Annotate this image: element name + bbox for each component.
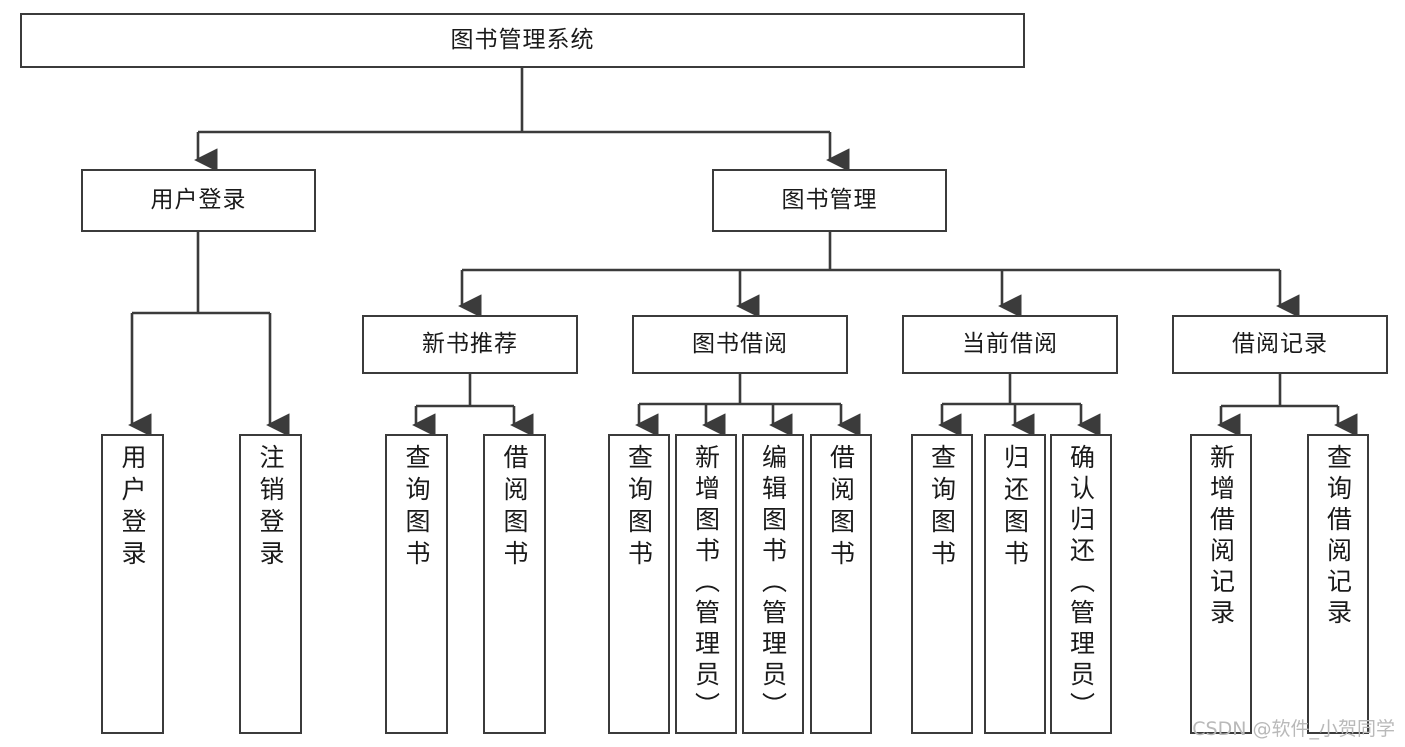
leaf-borrow-book-recommend[interactable]: 借阅图书 [483, 434, 546, 734]
node-new-book-recommend-label: 新书推荐 [422, 331, 518, 357]
leaf-query-book-recommend-label: 查询图书 [402, 444, 431, 572]
leaf-return-book-label: 归还图书 [1000, 444, 1030, 572]
leaf-query-borrow-record[interactable]: 查询借阅记录 [1307, 434, 1369, 734]
leaf-query-book-borrow[interactable]: 查询图书 [608, 434, 670, 734]
leaf-edit-book-admin-label: 编辑图书（管理员） [758, 444, 788, 723]
leaf-add-book-admin-label: 新增图书（管理员） [691, 444, 721, 723]
leaf-borrow-book-recommend-label: 借阅图书 [500, 444, 529, 572]
leaf-logout-label: 注销登录 [256, 444, 285, 572]
node-borrow-record[interactable]: 借阅记录 [1172, 315, 1388, 374]
node-new-book-recommend[interactable]: 新书推荐 [362, 315, 578, 374]
node-book-borrow-label: 图书借阅 [692, 331, 788, 357]
node-user-login[interactable]: 用户登录 [81, 169, 316, 232]
leaf-query-borrow-record-label: 查询借阅记录 [1323, 444, 1353, 630]
leaf-logout[interactable]: 注销登录 [239, 434, 302, 734]
node-book-management[interactable]: 图书管理 [712, 169, 947, 232]
node-book-management-label: 图书管理 [781, 187, 878, 213]
leaf-borrow-book-label: 借阅图书 [826, 444, 856, 572]
leaf-confirm-return-admin[interactable]: 确认归还（管理员） [1050, 434, 1112, 734]
node-book-borrow[interactable]: 图书借阅 [632, 315, 848, 374]
leaf-query-book-recommend[interactable]: 查询图书 [385, 434, 448, 734]
leaf-query-book-borrow-label: 查询图书 [624, 444, 654, 572]
leaf-user-login-label: 用户登录 [118, 444, 147, 572]
node-current-borrow[interactable]: 当前借阅 [902, 315, 1118, 374]
leaf-query-book-current-label: 查询图书 [927, 444, 957, 572]
leaf-add-book-admin[interactable]: 新增图书（管理员） [675, 434, 737, 734]
leaf-confirm-return-admin-label: 确认归还（管理员） [1066, 444, 1096, 723]
leaf-user-login[interactable]: 用户登录 [101, 434, 164, 734]
node-root[interactable]: 图书管理系统 [20, 13, 1025, 68]
leaf-borrow-book[interactable]: 借阅图书 [810, 434, 872, 734]
leaf-edit-book-admin[interactable]: 编辑图书（管理员） [742, 434, 804, 734]
node-current-borrow-label: 当前借阅 [962, 331, 1058, 357]
node-borrow-record-label: 借阅记录 [1232, 331, 1328, 357]
leaf-return-book[interactable]: 归还图书 [984, 434, 1046, 734]
node-user-login-label: 用户登录 [150, 187, 247, 213]
leaf-add-borrow-record-label: 新增借阅记录 [1206, 444, 1236, 630]
leaf-add-borrow-record[interactable]: 新增借阅记录 [1190, 434, 1252, 734]
leaf-query-book-current[interactable]: 查询图书 [911, 434, 973, 734]
node-root-label: 图书管理系统 [450, 27, 595, 53]
